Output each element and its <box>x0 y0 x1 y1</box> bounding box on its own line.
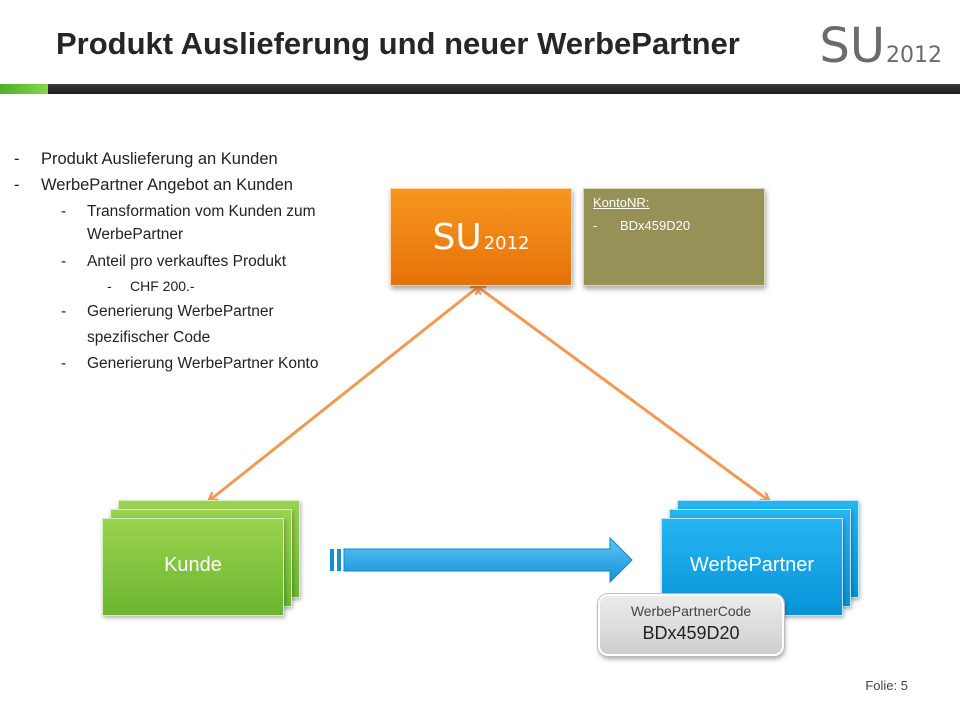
code-label: WerbePartnerCode <box>630 603 752 619</box>
logo-sub-text: 2012 <box>886 43 942 68</box>
slide-number: Folie: 5 <box>865 678 908 693</box>
su-box-main: SU <box>432 216 482 258</box>
header-accent-bar <box>0 84 48 94</box>
su-box-sub: 2012 <box>483 232 530 254</box>
konto-item: -BDx459D20 <box>593 218 691 233</box>
bullet-text: WerbePartner Angebot an Kunden <box>41 176 293 194</box>
header-divider-bar <box>0 84 960 94</box>
bullet-text: Transformation vom Kunden zum WerbePartn… <box>87 203 316 243</box>
su2012-logo: SU2012 <box>819 22 942 70</box>
logo-main-text: SU <box>819 18 885 74</box>
kunde-label: Kunde <box>164 554 222 576</box>
konto-title: KontoNR: <box>593 195 650 210</box>
bullet-text: Anteil pro verkauftes Produkt <box>87 253 287 270</box>
kunde-card-front: Kunde <box>102 518 284 616</box>
bullet-item: -Produkt Auslieferung an Kunden <box>14 150 278 168</box>
werbepartner-code-box: WerbePartnerCode BDx459D20 <box>598 594 784 656</box>
konto-box: KontoNR: -BDx459D20 <box>583 188 765 286</box>
bullet-text: CHF 200.- <box>130 278 195 294</box>
werbepartner-label: WerbePartner <box>689 554 815 576</box>
kunde-to-partner-arrow <box>330 536 633 584</box>
werbepartner-stack: WerbePartner <box>661 500 861 620</box>
konto-number: BDx459D20 <box>620 218 691 233</box>
kunde-stack: Kunde <box>102 500 302 620</box>
bullet-text: Produkt Auslieferung an Kunden <box>41 150 278 168</box>
kunde-su-arrow <box>210 287 478 500</box>
bullet-item: -WerbePartner Angebot an Kunden <box>14 176 293 194</box>
slide-title: Produkt Auslieferung und neuer WerbePart… <box>56 26 740 61</box>
partner-su-arrow <box>478 287 768 500</box>
code-value: BDx459D20 <box>642 623 740 643</box>
sub-bullet-item: -Transformation vom Kunden zum WerbePart… <box>61 203 316 243</box>
sub-sub-bullet-item: -CHF 200.- <box>107 278 195 294</box>
sub-bullet-item: -Anteil pro verkauftes Produkt <box>61 253 287 270</box>
